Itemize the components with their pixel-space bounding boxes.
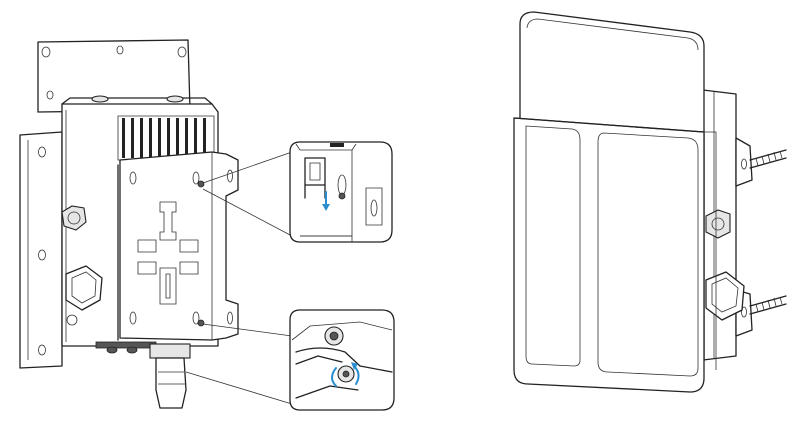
wall-plate [37,39,191,113]
side-bolt [705,209,731,239]
left-rear-view [19,39,293,409]
cable-gland [95,341,191,409]
wall-anchor-upper [749,149,787,169]
screw-tighten-detail [289,309,395,411]
right-front-view [513,11,787,393]
wall-anchor-lower [749,295,787,315]
heat-sink-fins [117,115,215,161]
bracket-slide-down-detail [289,141,393,243]
leader-lines [185,151,293,405]
hex-nut-large [65,265,103,326]
enclosure-sleeve [513,117,717,393]
side-bracket-plate [19,131,63,369]
mounting-bracket [119,151,239,341]
side-nut [705,271,745,321]
hex-bolt-upper [61,205,87,231]
